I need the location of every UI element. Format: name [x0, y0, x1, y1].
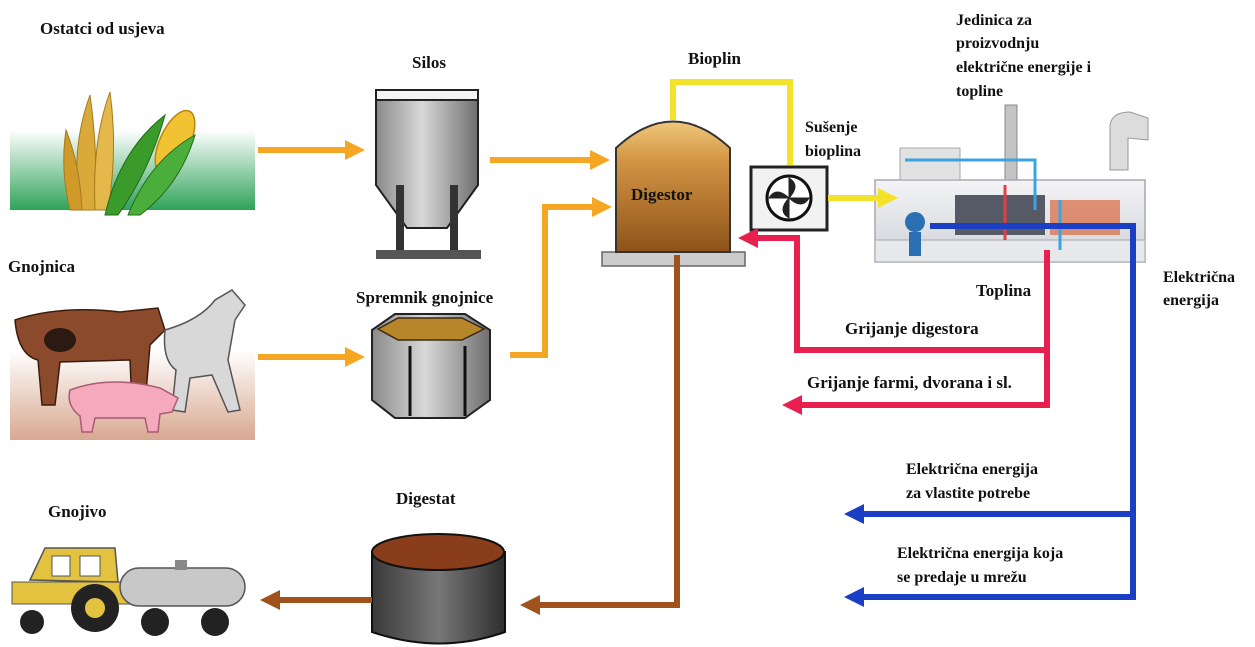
crops-illustration: [10, 91, 255, 216]
label-drying-line1: Sušenje: [805, 119, 857, 136]
chp-engine-illustration: [874, 104, 1149, 263]
digester-illustration: [601, 120, 746, 267]
heat-flows: [738, 228, 1050, 415]
labels: Ostatci od usjeva Silos Bioplin Jedinica…: [8, 12, 1235, 586]
label-digester: Digestor: [631, 185, 693, 204]
slurry-tank-illustration: [371, 313, 491, 419]
label-chp-line1: Jedinica za: [956, 12, 1032, 29]
label-digestate: Digestat: [396, 489, 456, 508]
tractor-tanker-illustration: [11, 547, 246, 636]
label-own-use-line1: Električna energija: [906, 461, 1038, 478]
label-electricity-line1: Električna: [1163, 269, 1235, 286]
label-grid-line1: Električna energija koja: [897, 545, 1063, 562]
label-heat: Toplina: [976, 281, 1032, 300]
label-crop-residues: Ostatci od usjeva: [40, 19, 165, 38]
label-chp-line2: proizvodnju: [956, 35, 1039, 52]
label-grid-line2: se predaje u mrežu: [897, 569, 1027, 586]
digestate-flow: [260, 255, 680, 615]
label-drying-line2: bioplina: [805, 143, 861, 160]
label-fertilizer: Gnojivo: [48, 502, 107, 521]
label-slurry-tank: Spremnik gnojnice: [356, 288, 494, 307]
label-silo: Silos: [412, 53, 446, 72]
label-biogas: Bioplin: [688, 49, 741, 68]
digestate-tank-illustration: [371, 533, 506, 645]
label-slurry: Gnojnica: [8, 257, 76, 276]
silo-illustration: [375, 89, 481, 259]
label-electricity-line2: energija: [1163, 292, 1219, 309]
animals-illustration: [10, 289, 255, 440]
label-digester-heating: Grijanje digestora: [845, 319, 979, 338]
label-own-use-line2: za vlastite potrebe: [906, 485, 1030, 502]
label-farm-heating: Grijanje farmi, dvorana i sl.: [807, 373, 1012, 392]
electricity-flows: [844, 223, 1136, 607]
feed-flows: [258, 140, 612, 367]
biogas-flow: [670, 79, 898, 208]
label-chp-line3: električne energije i: [956, 59, 1092, 76]
fan-icon: [749, 165, 829, 232]
label-chp-line4: topline: [956, 83, 1003, 100]
